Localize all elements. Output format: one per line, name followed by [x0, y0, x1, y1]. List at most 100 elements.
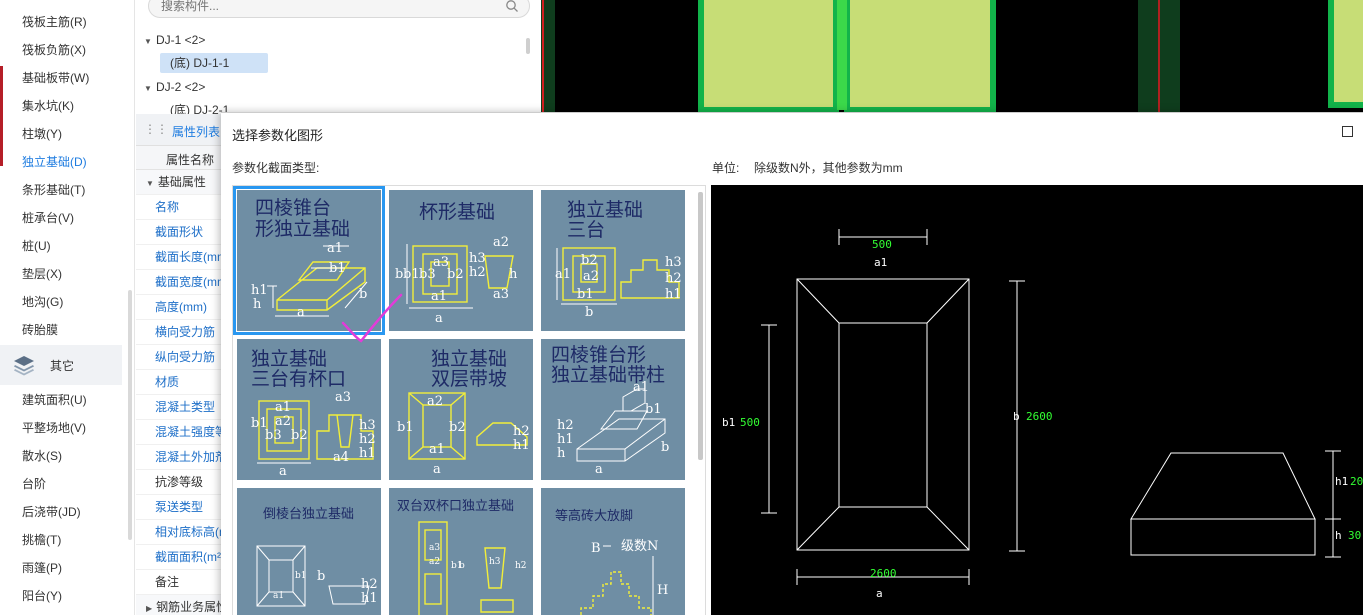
dim-label: a3 — [335, 390, 351, 405]
select-parametric-shape-dialog: 选择参数化图形 参数化截面类型: 单位: 除级数N外，其他参数为mm 四棱锥台 … — [221, 112, 1363, 615]
shape-thumb-three-step-footing[interactable]: 独立基础 三台 b2 a2 a1 b1 h3 h2 h1 b — [541, 190, 685, 331]
shape-thumb-brick-footing[interactable]: 等高砖大放脚 B 级数N H — [541, 488, 685, 615]
property-row[interactable]: 纵向受力筋 — [136, 345, 236, 370]
elevation-base — [1130, 518, 1316, 556]
shape-thumb-double-slope-footing[interactable]: 独立基础 双层带坡 a2 b1 b2 h2 h1 a1 a — [389, 339, 533, 480]
cad-footing[interactable] — [698, 0, 839, 112]
cup-inner — [266, 408, 302, 452]
nav-item-raft-neg-rebar[interactable]: 筏板负筋(X) — [22, 43, 86, 57]
property-row[interactable]: 抗渗等级 — [136, 470, 236, 495]
shape-thumb-cup-footing[interactable]: 杯形基础 a2 a3 b3 b2 h3 h2 h b b1 a1 a — [389, 190, 533, 331]
property-row[interactable]: 混凝土外加剂 — [136, 445, 236, 470]
property-row[interactable]: 备注 — [136, 570, 236, 595]
property-row[interactable]: 横向受力筋 — [136, 320, 236, 345]
cad-viewport[interactable] — [541, 0, 1363, 112]
tree-node-dj1[interactable]: ▼DJ-1 <2> — [144, 30, 205, 50]
caret-down-icon[interactable]: ▼ — [144, 84, 152, 93]
dim-line-bottom — [796, 569, 970, 585]
cad-red-line — [1158, 0, 1160, 112]
search-icon[interactable] — [505, 0, 519, 13]
nav-item-brick-mold[interactable]: 砖胎膜 — [22, 323, 59, 337]
tree-node-dj2[interactable]: ▼DJ-2 <2> — [144, 77, 205, 97]
nav-item-raft-main-rebar[interactable]: 筏板主筋(R) — [22, 15, 87, 29]
caret-right-icon[interactable]: ▶ — [146, 604, 153, 613]
nav-item-foundation-strip[interactable]: 基础板带(W) — [22, 71, 90, 85]
tree-scrollbar[interactable] — [526, 38, 530, 54]
tree-node-dj2-1[interactable]: (底) DJ-2-1 — [170, 100, 229, 120]
nav-item-isolated-footing[interactable]: 独立基础(D) — [22, 155, 87, 169]
search-input[interactable] — [161, 0, 481, 15]
cup-inner — [422, 253, 458, 295]
nav-item-building-area[interactable]: 建筑面积(U) — [22, 393, 87, 407]
cup-hole-bottom — [424, 573, 442, 605]
property-row[interactable]: 名称 — [136, 195, 236, 220]
caret-down-icon[interactable]: ▼ — [144, 37, 152, 46]
property-row[interactable]: 截面宽度(mm) — [136, 270, 236, 295]
grid-scrollbar[interactable] — [698, 192, 703, 460]
cad-footing[interactable] — [1328, 0, 1363, 108]
dimension-lines — [406, 244, 473, 309]
property-row[interactable]: 高度(mm) — [136, 295, 236, 320]
drag-grip-icon[interactable]: ⋮⋮ — [144, 122, 168, 136]
nav-group-other[interactable]: 其它 — [0, 345, 122, 385]
dim-label: 级数N — [621, 539, 658, 554]
brick-footing-diagram: 等高砖大放脚 B 级数N H — [555, 508, 668, 615]
shape-thumb-pyramid-footing[interactable]: 四棱锥台 形独立基础 a1 b1 h1 h a b — [233, 186, 385, 335]
thumb-title: 独立基础带柱 — [551, 364, 665, 386]
dim-label: a — [595, 462, 603, 477]
nav-item-cushion[interactable]: 垫层(X) — [22, 267, 62, 281]
dim-label: B — [591, 541, 601, 556]
property-row[interactable]: 材质 — [136, 370, 236, 395]
nav-item-eave[interactable]: 挑檐(T) — [22, 533, 62, 547]
dim-label: a3 — [433, 255, 449, 270]
nav-item-pile-cap[interactable]: 桩承台(V) — [22, 211, 74, 225]
nav-item-post-pour-strip[interactable]: 后浇带(JD) — [22, 505, 81, 519]
nav-scrollbar[interactable] — [128, 290, 132, 540]
dim-label: b — [1013, 410, 1020, 423]
property-row[interactable]: 混凝土强度等级 — [136, 420, 236, 445]
caret-down-icon[interactable]: ▼ — [146, 179, 154, 188]
slope-section — [476, 422, 528, 446]
dim-label: h3 — [489, 557, 501, 567]
property-row[interactable]: 相对底标高(m) — [136, 520, 236, 545]
dim-label: h1 — [513, 438, 530, 453]
property-row[interactable]: 截面长度(mm) — [136, 245, 236, 270]
cup-hole — [274, 416, 294, 444]
property-row[interactable]: 泵送类型 — [136, 495, 236, 520]
nav-item-pile[interactable]: 桩(U) — [22, 239, 51, 253]
dim-label: h3 — [469, 251, 486, 266]
dim-label: h3 — [665, 255, 682, 270]
tab-property-list[interactable]: 属性列表 — [172, 125, 221, 139]
dim-label: a2 — [429, 557, 440, 567]
nav-item-column-pier[interactable]: 柱墩(Y) — [22, 127, 62, 141]
nav-item-steps[interactable]: 台阶 — [22, 477, 47, 491]
dim-label: b1 — [251, 416, 268, 431]
nav-item-canopy[interactable]: 雨篷(P) — [22, 561, 62, 575]
shape-thumb-inverted-frustum[interactable]: 倒棱台独立基础 b1 b h2 h1 a1 — [237, 488, 381, 615]
nav-item-apron[interactable]: 散水(S) — [22, 449, 62, 463]
property-group-rebar[interactable]: ▶钢筋业务属性 — [136, 595, 236, 615]
nav-item-balcony[interactable]: 阳台(Y) — [22, 589, 62, 603]
thumb-title: 等高砖大放脚 — [555, 508, 633, 524]
maximize-button[interactable] — [1342, 126, 1353, 137]
dim-label: b2 — [449, 420, 466, 435]
property-group-basic[interactable]: ▼基础属性 — [136, 170, 236, 195]
nav-item-strip-footing[interactable]: 条形基础(T) — [22, 183, 86, 197]
nav-item-site-leveling[interactable]: 平整场地(V) — [22, 421, 86, 435]
shape-thumb-pyramid-with-column[interactable]: 四棱锥台形 独立基础带柱 a1 b1 h2 h1 h a b — [541, 339, 685, 480]
dim-label: a2 — [427, 394, 443, 409]
property-row[interactable]: 截面面积(m²) — [136, 545, 236, 570]
plan-outline — [796, 278, 970, 551]
shape-thumb-double-cup-footing[interactable]: 双台双杯口独立基础 a3 a2 b1 b h3 h2 — [389, 488, 533, 615]
property-row[interactable]: 混凝土类型 — [136, 395, 236, 420]
nav-item-trench[interactable]: 地沟(G) — [22, 295, 64, 309]
property-row[interactable]: 截面形状 — [136, 220, 236, 245]
frustum-inner — [268, 559, 294, 593]
tree-node-dj1-1[interactable]: (底) DJ-1-1 — [160, 53, 268, 73]
dim-label: b1 — [645, 402, 662, 417]
component-tree-panel: ▼DJ-1 <2> (底) DJ-1-1 ▼DJ-2 <2> (底) DJ-2-… — [136, 0, 541, 117]
nav-item-sump-pit[interactable]: 集水坑(K) — [22, 99, 74, 113]
cad-footing[interactable] — [844, 0, 996, 112]
shape-thumb-three-step-cup-footing[interactable]: 独立基础 三台有杯口 a1 a3 a2 b1 b3 b2 h3 h2 h1 — [237, 339, 381, 480]
